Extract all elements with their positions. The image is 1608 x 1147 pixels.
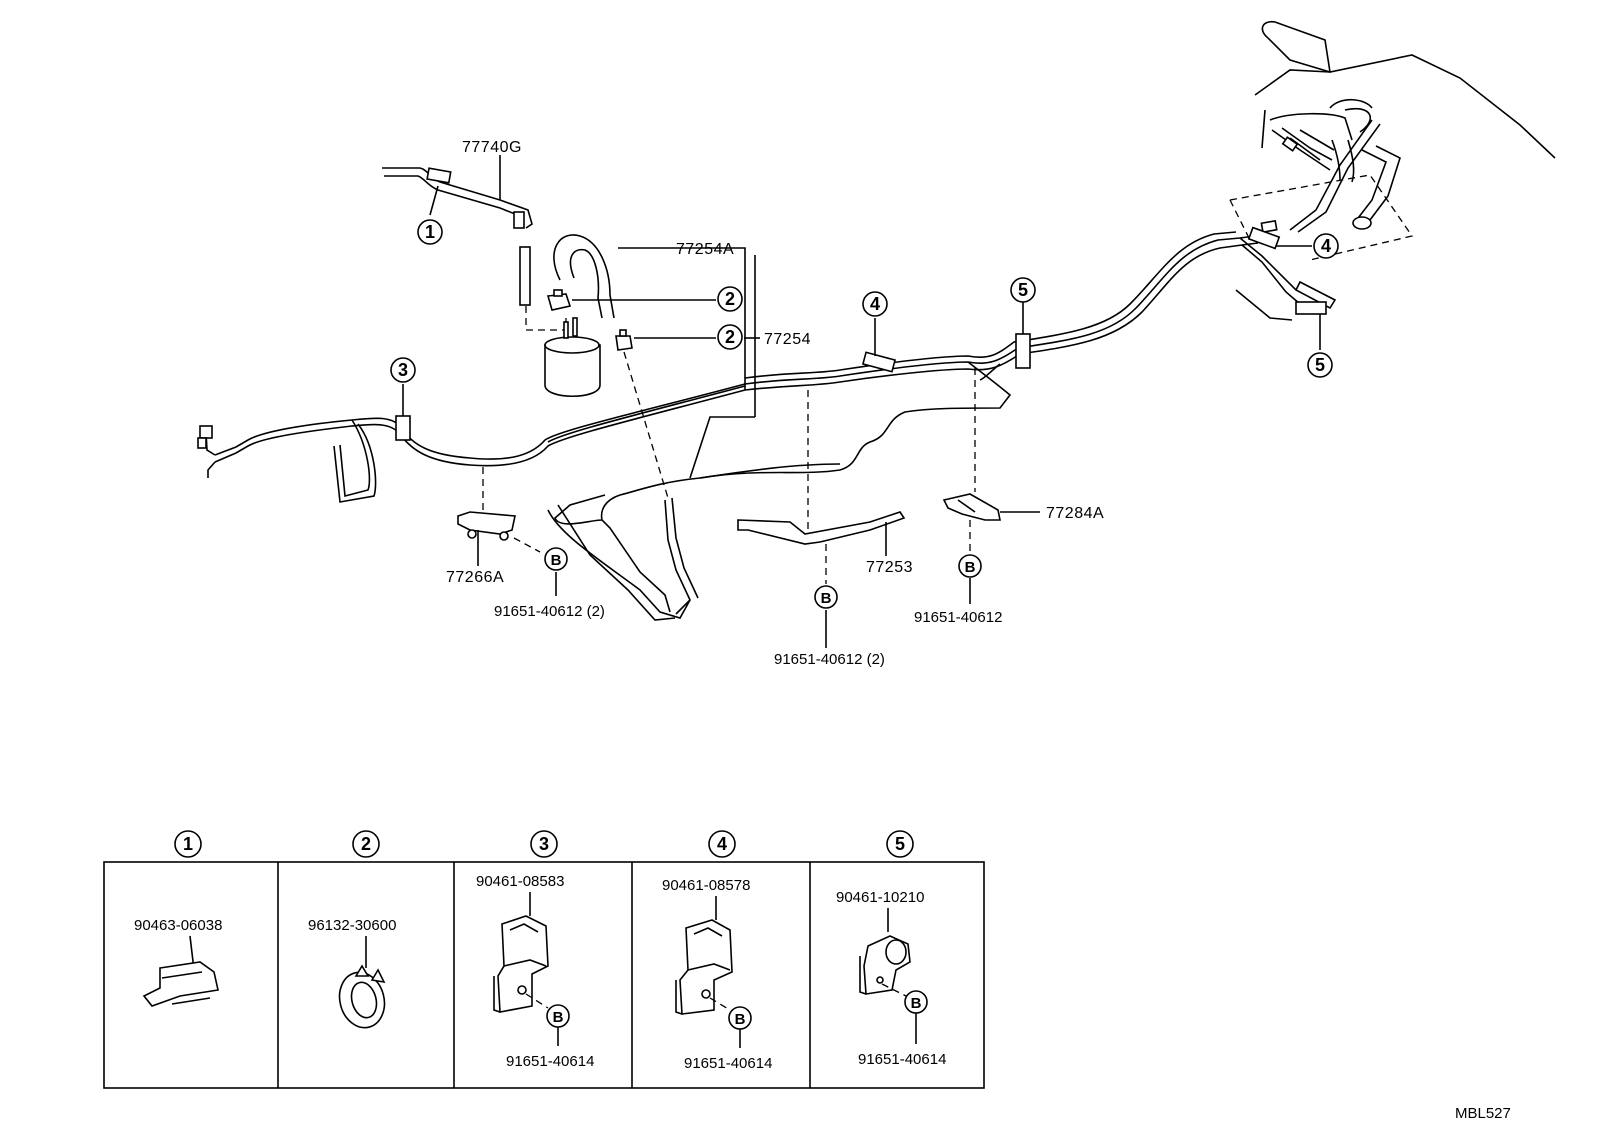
filter-stub	[519, 246, 531, 306]
tank-hoses	[1260, 98, 1401, 234]
callout-1: 1	[417, 219, 443, 245]
label-77254A: 77254A	[676, 241, 734, 258]
clip-1-detail-drawing	[142, 961, 219, 1007]
svg-text:B: B	[965, 559, 976, 576]
clamp-2-upper	[546, 289, 572, 311]
return-line	[547, 361, 1012, 621]
leader-return	[689, 416, 755, 479]
table-cell-4-dash	[709, 997, 731, 1011]
svg-text:2: 2	[725, 289, 735, 309]
svg-text:5: 5	[1315, 355, 1325, 375]
svg-text:2: 2	[361, 834, 371, 854]
label-bolt-77253: 91651-40612 (2)	[774, 651, 885, 668]
clip-3-detail-drawing	[493, 915, 549, 1013]
fuel-tank-outline	[1254, 20, 1556, 159]
callout-5: 5	[1010, 277, 1036, 303]
svg-text:5: 5	[895, 834, 905, 854]
u-hose-77254A	[553, 234, 615, 319]
callout-3: 3	[390, 357, 416, 383]
callout-2-lower: 2	[717, 324, 743, 350]
label-77254: 77254	[764, 331, 811, 348]
svg-text:B: B	[551, 552, 562, 569]
table-header-2: 2	[352, 830, 380, 858]
svg-text:3: 3	[539, 834, 549, 854]
leader-77254A	[618, 247, 746, 390]
filter-dashed-link	[525, 306, 567, 331]
pipe-77740G	[382, 167, 533, 229]
table-cell-5-bolt-label: 91651-40614	[858, 1051, 946, 1068]
svg-text:B: B	[911, 995, 922, 1012]
table-cell-3-dash	[525, 993, 549, 1009]
bracket-77284A	[942, 493, 1001, 521]
table-header-4: 4	[708, 830, 736, 858]
table-cell-3-part: 90461-08583	[476, 873, 564, 890]
svg-text:1: 1	[425, 222, 435, 242]
label-77253: 77253	[866, 559, 913, 576]
connection-dashed-box	[1229, 174, 1414, 261]
clamp-2-detail-drawing	[338, 964, 386, 1029]
clip-5-detail-drawing	[859, 935, 911, 995]
svg-text:B: B	[735, 1011, 746, 1028]
table-header-5: 5	[886, 830, 914, 858]
hose-77254-pipe-2	[671, 497, 699, 599]
figure-code: MBL527	[1455, 1105, 1511, 1122]
label-77740G: 77740G	[462, 139, 522, 156]
clip-4-on-pipe	[861, 351, 897, 373]
svg-text:B: B	[553, 1009, 564, 1026]
callout-4: 4	[862, 291, 888, 317]
svg-text:2: 2	[725, 327, 735, 347]
callout-5-rear: 5	[1307, 352, 1333, 378]
bracket-77253	[737, 511, 906, 545]
table-cell-3-bolt-label: 91651-40614	[506, 1053, 594, 1070]
table-cell-5-bolt: B	[904, 990, 928, 1014]
clamp-2-lower	[615, 329, 633, 351]
label-77284A: 77284A	[1046, 505, 1104, 522]
table-header-3: 3	[530, 830, 558, 858]
callout-2-upper: 2	[717, 286, 743, 312]
label-bolt-77266A: 91651-40612 (2)	[494, 603, 605, 620]
leader-clip1	[429, 185, 439, 216]
clip-5-rear	[1295, 301, 1327, 315]
u-hose-77254A-inner	[569, 248, 603, 319]
table-cell-2-part: 96132-30600	[308, 917, 396, 934]
svg-text:4: 4	[870, 294, 880, 314]
connection-dashed-left	[1229, 199, 1251, 241]
table-cell-5-part: 90461-10210	[836, 889, 924, 906]
svg-text:1: 1	[183, 834, 193, 854]
table-cell-4-bolt-label: 91651-40614	[684, 1055, 772, 1072]
svg-text:4: 4	[717, 834, 727, 854]
bolt-b-77284A: B	[958, 554, 982, 578]
table-cell-5-dash	[881, 983, 907, 997]
fuel-filter-canister	[544, 317, 601, 398]
detail-table: 1 2 3 4 5 90463-06038 96132-30600	[103, 830, 985, 1089]
main-fuel-pipes	[197, 231, 1259, 503]
label-77266A: 77266A	[446, 569, 504, 586]
clip-5-on-pipe	[1015, 333, 1031, 369]
clip-4-detail-drawing	[675, 919, 733, 1015]
dash-77254-hose	[623, 351, 669, 499]
bracket-77266A	[457, 511, 516, 541]
hose-77254-pipe	[664, 499, 691, 615]
bolt-b-77266A: B	[544, 547, 568, 571]
table-cell-3-bolt: B	[546, 1004, 570, 1028]
clip-3-on-pipe	[395, 415, 411, 441]
table-header-1: 1	[174, 830, 202, 858]
svg-text:4: 4	[1321, 236, 1331, 256]
table-cell-1-part: 90463-06038	[134, 917, 222, 934]
label-bolt-77284A: 91651-40612	[914, 609, 1002, 626]
table-cell-4-bolt: B	[728, 1006, 752, 1030]
svg-text:3: 3	[398, 360, 408, 380]
callout-4-rear: 4	[1313, 233, 1339, 259]
bolt-b-77253: B	[814, 585, 838, 609]
clip-4-rear	[1247, 226, 1281, 250]
svg-text:5: 5	[1018, 280, 1028, 300]
svg-text:B: B	[821, 590, 832, 607]
dash-bolt-77266A	[513, 537, 541, 553]
table-cell-4-part: 90461-08578	[662, 877, 750, 894]
